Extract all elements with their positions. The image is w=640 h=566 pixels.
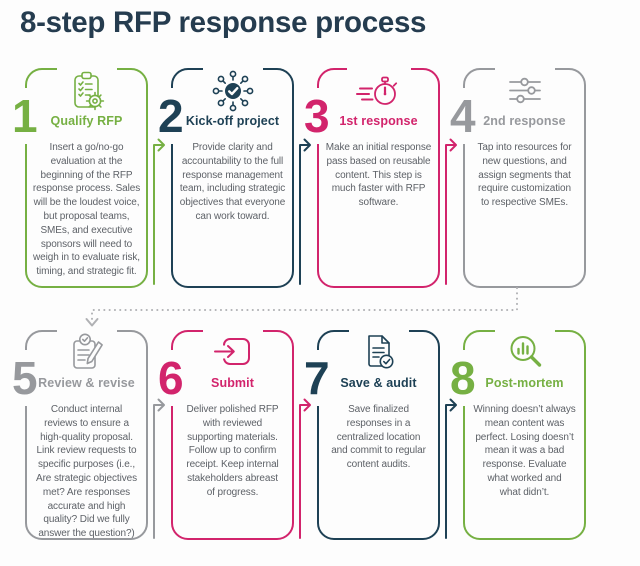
step-description: Provide clarity and accountability to th… [179,142,286,222]
flow-arrow-3-4 [442,134,462,288]
sliders-icon [494,63,555,115]
step-title: Save & audit [340,376,417,390]
document-check-icon [348,325,409,375]
step-number: 1 [10,88,40,144]
step-description: Conduct internal reviews to ensure a hig… [36,404,137,540]
step-description: Deliver polished RFP with reviewed suppo… [186,404,279,498]
note-pencil-check-icon [56,325,117,375]
step-title: Review & revise [38,376,135,390]
step-title: Submit [211,376,254,390]
step-card-4: 4 2nd response Tap into resources for ne… [448,63,586,288]
flow-arrow-5-6 [150,394,170,542]
step-number: 7 [302,350,332,406]
stopwatch-speed-icon [346,63,411,113]
flow-arrow-2-3 [296,134,316,288]
step-title: 1st response [339,114,418,128]
step-title: 2nd response [483,114,566,128]
flow-arrow-7-8 [442,394,462,542]
step-description: Make an initial response pass based on r… [325,142,432,209]
step-card-7: 7 Save & audit Save finalized responses … [302,325,440,540]
network-check-icon [202,63,263,115]
step-card-5: 5 Review & revise Conduct internal revie… [10,325,148,540]
flow-arrow-1-2 [150,134,170,288]
magnifier-bar-chart-icon [494,325,555,375]
step-number: 5 [10,350,40,406]
step-card-1: 1 Qualify RFP Insert a go/no-go evaluat [10,63,148,288]
step-card-3: 3 1st response Make an initial response … [302,63,440,288]
step-card-8: 8 Post-mortem Winning doesn’t always mea… [448,325,586,540]
step-number: 6 [156,350,186,406]
step-description: Tap into resources for new questions, an… [477,142,572,209]
step-title: Qualify RFP [50,114,123,128]
box-arrow-submit-icon [202,325,263,375]
step-card-2: 2 Kick-off project Provide clarity and a… [156,63,294,288]
dotted-wrap-arrow-4-5 [0,278,640,336]
step-title: Post-mortem [485,376,564,390]
flow-arrow-6-7 [296,394,316,542]
step-description: Winning doesn’t always mean content was … [473,404,576,498]
step-number: 3 [302,88,332,144]
page-title: 8-step RFP response process [20,6,427,39]
step-title: Kick-off project [185,114,280,128]
step-number: 2 [156,88,186,144]
step-description: Insert a go/no-go evaluation at the begi… [32,142,141,278]
step-number: 8 [448,350,478,406]
step-number: 4 [448,88,478,144]
clipboard-checklist-gear-icon [56,63,117,115]
step-description: Save finalized responses in a centralize… [331,404,426,471]
step-card-6: 6 Submit Deliver polished RFP with revie… [156,325,294,540]
